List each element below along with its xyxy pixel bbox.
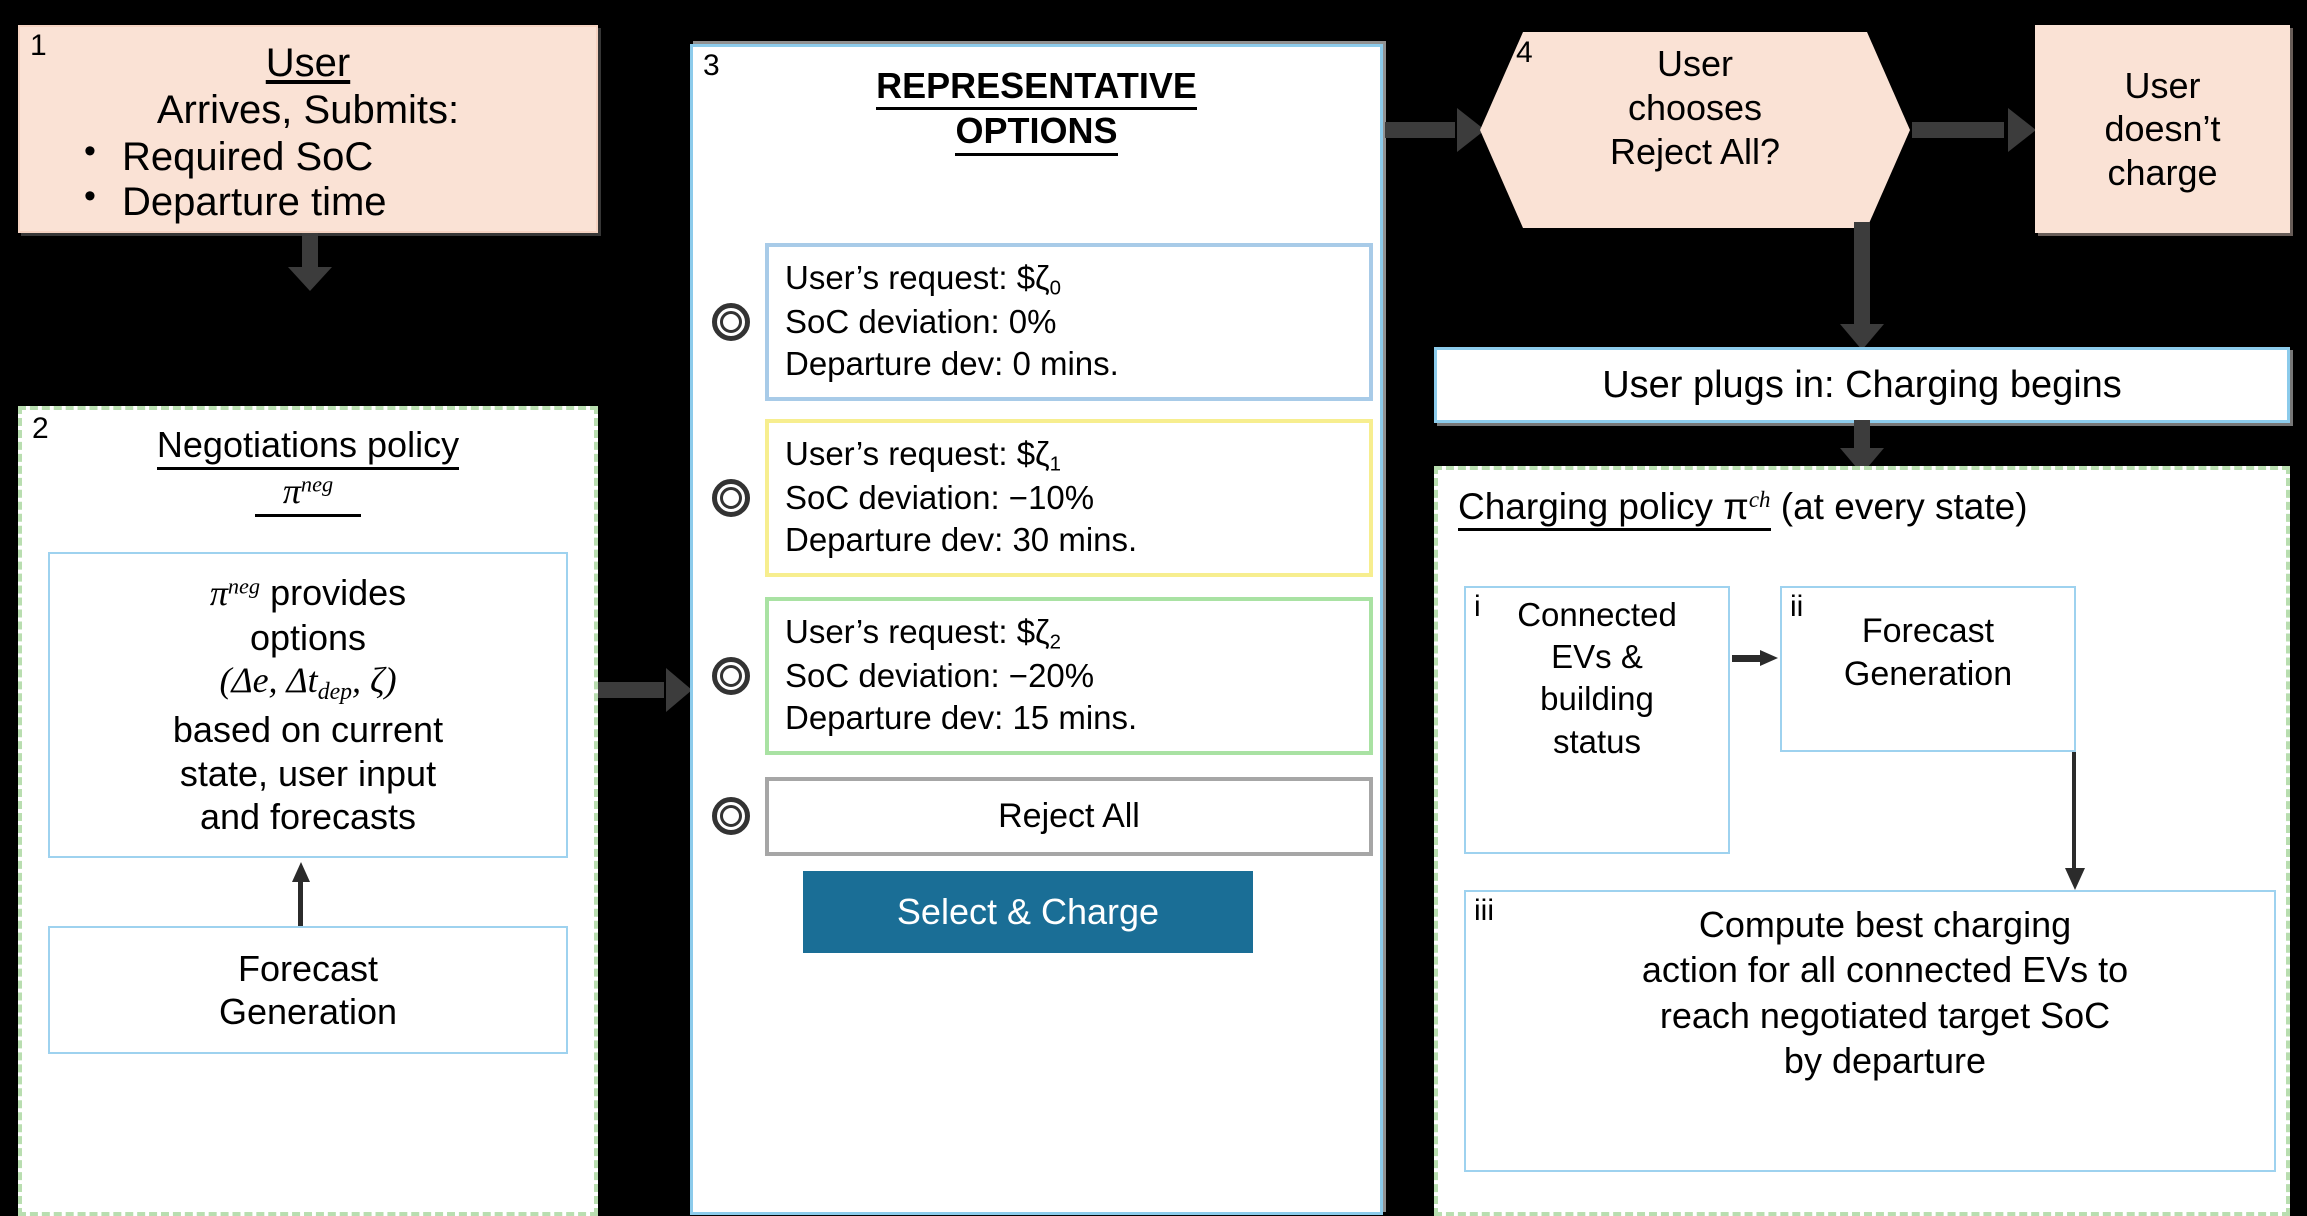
option-card-0[interactable]: User’s request: $ζ0 SoC deviation: 0% De… — [765, 243, 1373, 401]
step-i-line1: Connected — [1517, 596, 1677, 633]
no-charge-line2: doesn’t — [2104, 108, 2221, 150]
box2-title: Negotiations policy πneg — [22, 424, 594, 517]
box1-title: User — [265, 41, 351, 85]
step-ii-label: ii — [1790, 590, 1804, 623]
box-user-doesnt-charge: User doesn’t charge — [2035, 25, 2290, 233]
hex-line3: Reject All? — [1609, 130, 1781, 172]
select-and-charge-button[interactable]: Select & Charge — [803, 871, 1253, 953]
arrow-box4-to-no-charge — [1912, 108, 2036, 152]
box2-title-line2: πneg — [254, 470, 362, 517]
list-item: Departure time — [78, 177, 596, 225]
step-i-line2: EVs & — [1551, 638, 1643, 676]
box-representative-options: 3 REPRESENTATIVE OPTIONS User’s request:… — [690, 44, 1383, 1215]
arrow-box4-to-plug-bar — [1840, 222, 1884, 350]
box2-body-line3: (Δe, Δtdep, ζ) — [219, 660, 397, 706]
hex-line2: chooses — [1627, 86, 1763, 128]
option-row-reject-all[interactable]: Reject All — [707, 777, 1373, 856]
step-ii-line1: Forecast — [1861, 612, 1995, 650]
box-user-arrives: 1 User Arrives, Submits: Required SoC De… — [18, 25, 598, 233]
arrow-step-i-to-step-ii — [1732, 650, 1778, 666]
radio-button-icon[interactable] — [707, 652, 755, 700]
step-ii-line2: Generation — [1843, 654, 2013, 693]
box2-body-line5: state, user input — [179, 752, 437, 794]
step-iii-text: Compute best charging action for all con… — [1510, 902, 2260, 1083]
box1-bullet-list: Required SoC Departure time — [20, 132, 596, 225]
box2-step-number: 2 — [32, 412, 49, 445]
arrow-box3-to-box4 — [1385, 108, 1485, 152]
box2-body-line1: πneg provides — [209, 571, 407, 613]
step-i-line4: status — [1552, 722, 1642, 760]
hex-line1: User — [1656, 43, 1733, 84]
forecast-line1: Forecast — [237, 947, 379, 989]
option-2-departure: Departure dev: 15 mins. — [785, 699, 1138, 737]
option-card-1[interactable]: User’s request: $ζ1 SoC deviation: −10% … — [765, 419, 1373, 577]
box-user-plugs-in: User plugs in: Charging begins — [1434, 347, 2290, 423]
option-1-request: User’s request: $ζ1 — [785, 435, 1061, 476]
box3-title-line1: REPRESENTATIVE — [876, 65, 1197, 111]
box2-title-line1: Negotiations policy — [156, 424, 460, 470]
charging-policy-step-iii: iii Compute best charging action for all… — [1464, 890, 2276, 1172]
step-i-line3: building — [1540, 680, 1654, 718]
arrow-box1-to-box2 — [288, 233, 332, 291]
option-0-departure: Departure dev: 0 mins. — [785, 345, 1119, 383]
step-iii-line3: reach negotiated target SoC — [1659, 994, 2111, 1036]
box2-body-line4: based on current — [172, 708, 444, 750]
box4-step-number: 4 — [1516, 36, 1533, 69]
arrow-forecast-to-policy — [292, 862, 310, 926]
step-iii-line4: by departure — [1783, 1040, 1987, 1082]
hex-text: User chooses Reject All? — [1480, 42, 1910, 174]
radio-button-icon[interactable] — [707, 792, 755, 840]
forecast-line2: Generation — [218, 991, 398, 1032]
step-ii-text: Forecast Generation — [1782, 610, 2074, 696]
option-1-soc: SoC deviation: −10% — [785, 479, 1095, 517]
no-charge-line3: charge — [2107, 151, 2218, 193]
decision-user-chooses-reject-all: User chooses Reject All? 4 — [1480, 32, 1910, 228]
option-2-request: User’s request: $ζ2 — [785, 613, 1061, 654]
option-row-0[interactable]: User’s request: $ζ0 SoC deviation: 0% De… — [707, 243, 1373, 401]
box3-step-number: 3 — [703, 49, 720, 82]
box1-step-number: 1 — [30, 29, 47, 62]
step-iii-line1: Compute best charging — [1698, 904, 2072, 945]
step-iii-line2: action for all connected EVs to — [1641, 949, 2129, 991]
box1-subtitle: Arrives, Submits: — [156, 88, 460, 132]
option-1-departure: Departure dev: 30 mins. — [785, 521, 1138, 559]
box3-title-line2: OPTIONS — [955, 110, 1118, 156]
step-i-label: i — [1474, 590, 1481, 623]
reject-all-option[interactable]: Reject All — [765, 777, 1373, 856]
option-row-1[interactable]: User’s request: $ζ1 SoC deviation: −10% … — [707, 419, 1373, 577]
charging-policy-title: Charging policy πch (at every state) — [1458, 486, 2028, 531]
no-charge-line1: User — [2124, 65, 2201, 107]
box2-policy-description: πneg provides options (Δe, Δtdep, ζ) bas… — [48, 552, 568, 858]
option-2-soc: SoC deviation: −20% — [785, 657, 1095, 695]
box3-title: REPRESENTATIVE OPTIONS — [693, 65, 1380, 156]
box2-forecast-generation: Forecast Generation — [48, 926, 568, 1054]
box2-body-line6: and forecasts — [199, 796, 417, 838]
step-i-text: Connected EVs & building status — [1466, 594, 1728, 763]
arrow-box2-to-box3 — [598, 668, 692, 712]
list-item: Required SoC — [78, 132, 596, 180]
option-row-2[interactable]: User’s request: $ζ2 SoC deviation: −20% … — [707, 597, 1373, 755]
charging-policy-step-ii: ii Forecast Generation — [1780, 586, 2076, 752]
arrow-step-ii-to-step-iii — [2065, 752, 2085, 890]
charging-policy-step-i: i Connected EVs & building status — [1464, 586, 1730, 854]
option-0-request: User’s request: $ζ0 — [785, 259, 1061, 300]
radio-button-icon[interactable] — [707, 474, 755, 522]
radio-button-icon[interactable] — [707, 298, 755, 346]
option-0-soc: SoC deviation: 0% — [785, 303, 1057, 341]
step-iii-label: iii — [1474, 894, 1494, 927]
box2-body-line2: options — [249, 616, 367, 658]
option-card-2[interactable]: User’s request: $ζ2 SoC deviation: −20% … — [765, 597, 1373, 755]
